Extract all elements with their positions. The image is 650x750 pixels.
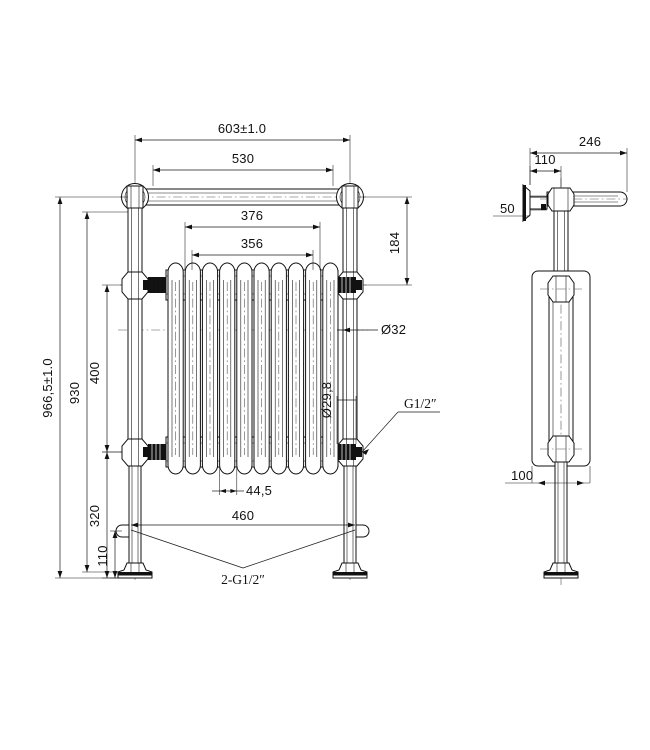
dim-rail-width-530: 530 xyxy=(152,151,334,186)
dim-height-320: 320 xyxy=(87,451,122,579)
fin-column xyxy=(201,262,219,475)
dim-overall-width-603: 603±1.0 xyxy=(134,121,351,180)
dim-label-44-5: 44,5 xyxy=(246,483,272,498)
dim-label-g12: G1/2″ xyxy=(404,396,437,411)
dim-label-2g12: 2-G1/2″ xyxy=(221,572,265,587)
dim-side-gap-50: 50 xyxy=(493,201,530,217)
right-leg xyxy=(332,207,368,579)
dim-height-930: 930 xyxy=(67,211,128,573)
dim-label-side-110: 110 xyxy=(534,152,555,167)
dim-width-356: 356 xyxy=(191,236,314,270)
fin-column xyxy=(322,262,339,475)
dim-label-530: 530 xyxy=(232,151,254,166)
dim-label-184: 184 xyxy=(387,232,402,254)
dim-side-foot-100: 100 xyxy=(505,466,591,486)
dim-height-110: 110 xyxy=(95,530,122,579)
core-couplings xyxy=(143,277,362,460)
fin-column xyxy=(184,262,201,475)
dim-label-320: 320 xyxy=(87,505,102,527)
side-wall-bracket xyxy=(522,183,548,223)
fin-column xyxy=(305,262,322,475)
coupling-bottom-left xyxy=(143,444,166,460)
dim-side-depth-246: 246 xyxy=(529,134,628,192)
dim-diameter-32: Ø32 xyxy=(337,322,406,337)
fin-column xyxy=(219,262,236,475)
dim-label-246: 246 xyxy=(579,134,601,149)
radiator-core xyxy=(165,262,339,475)
dim-label-dia32: Ø32 xyxy=(381,322,406,337)
dim-label-50: 50 xyxy=(500,201,515,216)
dim-label-356: 356 xyxy=(241,236,263,251)
dim-side-offset-110: 110 xyxy=(529,152,562,188)
side-post-lower xyxy=(543,461,579,579)
dim-height-184: 184 xyxy=(358,196,412,286)
coupling-bottom-right xyxy=(338,444,362,460)
dim-label-966: 966,5±1.0 xyxy=(40,358,55,418)
top-right-elbow xyxy=(336,183,364,211)
valve-connections xyxy=(115,524,370,538)
radiator-fins xyxy=(167,262,339,475)
coupling-top-left xyxy=(143,277,166,293)
dim-thread-g12: G1/2″ xyxy=(361,396,440,455)
side-elevation-view: 246 110 50 100 xyxy=(493,134,628,585)
fin-column xyxy=(253,262,270,475)
top-rail xyxy=(140,188,345,206)
coupling-top-right xyxy=(338,277,362,293)
fin-column xyxy=(167,262,184,475)
dim-diameter-29-8: Ø29,8 xyxy=(319,382,357,444)
dim-label-400: 400 xyxy=(87,362,102,384)
dim-label-603: 603±1.0 xyxy=(218,121,266,136)
dim-width-376: 376 xyxy=(184,208,321,270)
dim-foot-spacing-460: 460 xyxy=(131,508,355,528)
fin-column xyxy=(236,262,253,475)
side-radiator-body xyxy=(531,270,591,467)
dim-fin-pitch-44-5: 44,5 xyxy=(212,467,272,498)
dim-thread-2-g12: 2-G1/2″ xyxy=(130,529,356,587)
top-left-elbow xyxy=(121,183,149,211)
dim-label-930: 930 xyxy=(67,382,82,404)
front-elevation-view: 603±1.0 530 376 356 xyxy=(40,121,440,587)
dim-label-376: 376 xyxy=(241,208,263,223)
side-top-bar xyxy=(540,187,628,212)
dim-label-460: 460 xyxy=(232,508,254,523)
fin-column xyxy=(287,262,305,475)
fin-column xyxy=(270,262,287,475)
dim-label-dia298: Ø29,8 xyxy=(319,382,334,418)
left-leg xyxy=(117,207,153,579)
dim-label-110: 110 xyxy=(95,545,110,566)
dim-label-100: 100 xyxy=(511,468,533,483)
dim-overall-height-966: 966,5±1.0 xyxy=(40,196,128,579)
